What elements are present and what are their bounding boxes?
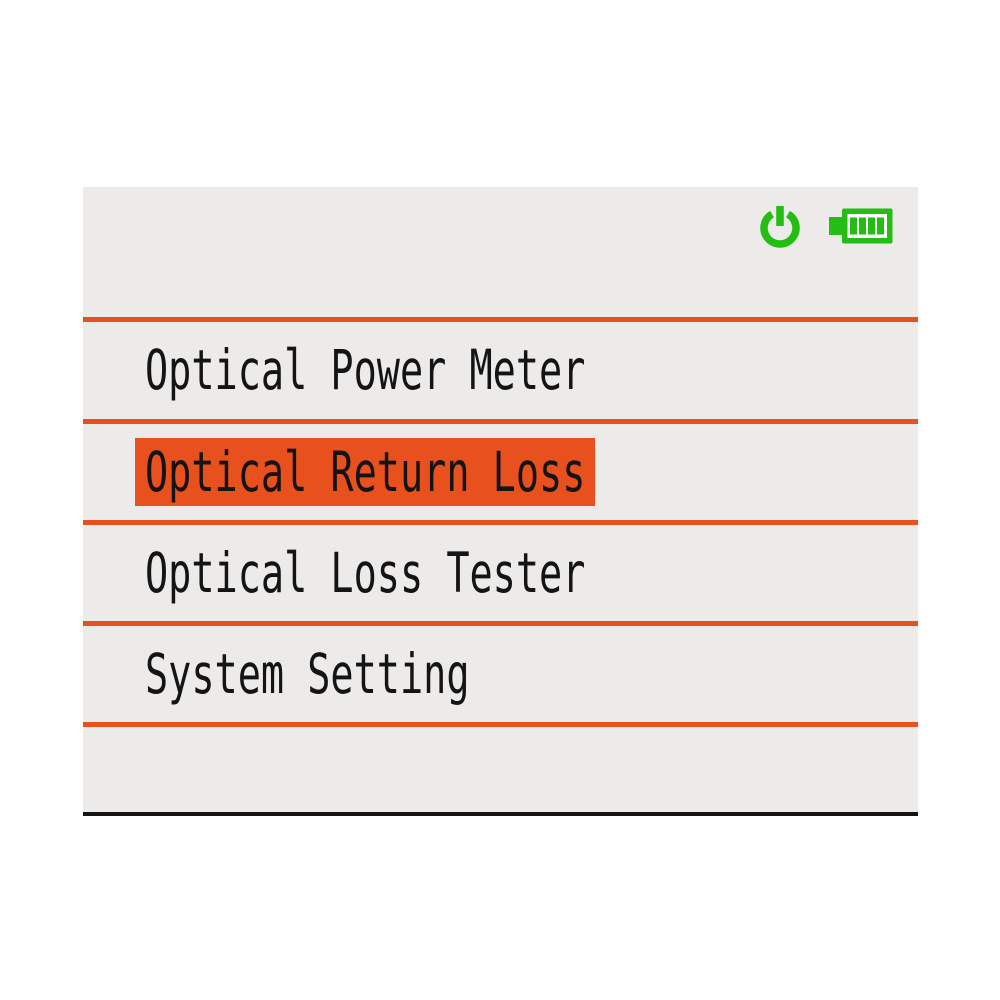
menu-panel: Optical Power Meter Optical Return Loss …: [83, 187, 918, 816]
main-menu: Optical Power Meter Optical Return Loss …: [83, 317, 918, 812]
menu-item-label: Optical Return Loss: [145, 439, 586, 504]
menu-row-empty: [83, 722, 918, 812]
menu-item-label: Optical Power Meter: [145, 338, 586, 402]
battery-bar: [868, 217, 875, 234]
menu-item-optical-power-meter[interactable]: Optical Power Meter: [83, 317, 918, 419]
menu-item-label: System Setting: [145, 641, 470, 706]
battery-icon: [829, 208, 893, 243]
menu-item-label: Optical Loss Tester: [145, 540, 586, 605]
battery-bar: [877, 217, 884, 234]
menu-item-system-setting[interactable]: System Setting: [83, 621, 918, 722]
selection-highlight: Optical Return Loss: [135, 438, 595, 506]
status-bar: [757, 202, 893, 249]
menu-item-optical-loss-tester[interactable]: Optical Loss Tester: [83, 520, 918, 621]
battery-bar: [859, 217, 866, 234]
battery-bar: [850, 217, 857, 234]
menu-item-optical-return-loss[interactable]: Optical Return Loss: [83, 419, 918, 520]
power-icon: [760, 206, 800, 248]
